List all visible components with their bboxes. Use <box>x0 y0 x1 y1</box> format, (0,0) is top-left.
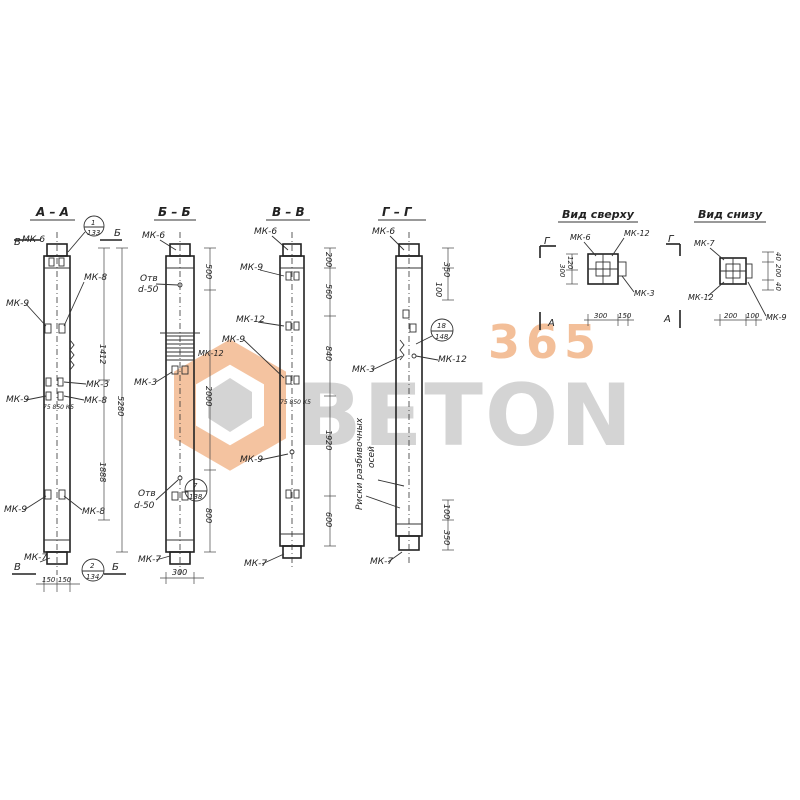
section-gg: Г – Г МК-6 18 148 МК-12 МК-3 Риски разби… <box>352 205 467 567</box>
dim-aa-b2: 150 <box>58 576 72 584</box>
label-mk7-vv: МК-7 <box>244 559 267 569</box>
label-mk12-vv: МК-12 <box>236 315 265 325</box>
cut-mark-b-bot: Б <box>112 562 119 573</box>
label-mk9-vv-2: МК-9 <box>222 335 245 345</box>
view-top-w300: 300 <box>594 312 608 320</box>
callout-bb-num: 7 <box>193 482 198 490</box>
view-bottom-d40: 40 <box>774 252 782 261</box>
label-mk9-vv-1: МК-9 <box>240 263 263 273</box>
dim-bb-2000: 2000 <box>204 386 213 406</box>
label-mk6-vv: МК-6 <box>254 227 277 237</box>
dim-gg-350a: 350 <box>442 262 451 277</box>
view-bottom-title: Вид снизу <box>698 208 763 221</box>
label-d50-bb-2: d-50 <box>134 501 155 511</box>
label-mk7-gg: МК-7 <box>370 557 393 567</box>
view-top-d300: 300 <box>558 264 566 278</box>
label-mk9-aa-3: МК-9 <box>4 505 27 515</box>
label-otv-bb-2: Отв <box>138 489 156 499</box>
dim-aa-total: 5280 <box>116 396 125 416</box>
dim-vv-840: 840 <box>324 346 333 361</box>
section-gg-title: Г – Г <box>382 205 413 219</box>
dim-vv-600: 600 <box>324 512 333 527</box>
view-bottom-mk7: МК-7 <box>694 239 715 248</box>
dim-aa-lower: 1888 <box>98 462 107 482</box>
view-top-mk3: МК-3 <box>634 289 655 298</box>
dim-gg-100b: 100 <box>442 504 451 519</box>
dim-aa-upper: 1412 <box>98 344 107 364</box>
watermark: 365 BETON <box>174 315 634 471</box>
label-mk3-aa: МК-3 <box>86 380 109 390</box>
label-mk9-aa-2: МК-9 <box>6 395 29 405</box>
dim-bb-800: 800 <box>204 508 213 523</box>
view-top-title: Вид сверху <box>562 208 635 221</box>
section-bb-title: Б – Б <box>158 205 191 219</box>
label-mk7-bb: МК-7 <box>138 555 161 565</box>
view-top-mark-g: Г <box>544 236 551 247</box>
section-aa-title: А – А <box>35 205 69 219</box>
cut-mark-b-top: Б <box>114 228 121 239</box>
label-mk6-aa: МК-6 <box>22 235 45 245</box>
label-mk3-gg: МК-3 <box>352 365 375 375</box>
label-mk6-bb: МК-6 <box>142 231 165 241</box>
callout-aa-bot-den: 134 <box>86 573 99 581</box>
label-mk12-gg: МК-12 <box>438 355 467 365</box>
view-top: Вид сверху Г А МК-6 МК-12 МК-3 120 300 3… <box>539 208 655 330</box>
callout-gg-num: 18 <box>437 322 446 330</box>
view-top-d120: 120 <box>566 256 574 270</box>
slot-dim-aa: 75 850 К5 <box>43 404 74 411</box>
label-mk9-aa-1: МК-9 <box>6 299 29 309</box>
label-otv-bb-1: Отв <box>140 274 158 284</box>
dim-gg-350b: 350 <box>442 530 451 545</box>
label-mk7-aa: МК-7 <box>24 553 47 563</box>
label-mk8-aa-2: МК-8 <box>84 396 107 406</box>
callout-aa-top-num: 1 <box>91 219 95 227</box>
section-vv: В – В МК-6 МК-9 МК-12 МК-9 75 850 К5 МК-… <box>222 205 336 570</box>
view-top-mark-a: А <box>547 318 555 329</box>
callout-aa-bot-num: 2 <box>90 562 95 570</box>
view-top-mk6: МК-6 <box>570 233 591 242</box>
dim-vv-560: 560 <box>324 284 333 299</box>
view-bottom-mark-g: Г <box>668 234 675 245</box>
section-aa: А – А В Б МК-6 1 133 МК-9 МК-8 <box>4 205 128 592</box>
section-bb: Б – Б МК-6 Отв d-50 МК-12 МК-3 <box>134 205 224 584</box>
callout-bb-den: 138 <box>189 493 203 501</box>
label-mk3-bb: МК-3 <box>134 378 157 388</box>
label-mk8-aa-3: МК-8 <box>82 507 105 517</box>
dim-vv-200: 200 <box>324 252 333 267</box>
view-bottom-d40b: 40 <box>774 282 782 291</box>
dim-bb-500: 500 <box>204 264 213 279</box>
watermark-beton: BETON <box>296 366 634 466</box>
view-bottom-mk9: МК-9 <box>766 313 787 322</box>
section-vv-title: В – В <box>272 205 305 219</box>
dim-aa-b1: 150 <box>42 576 56 584</box>
watermark-logo-hex <box>174 339 286 471</box>
view-top-mk12: МК-12 <box>624 229 650 238</box>
dim-vv-1920: 1920 <box>324 430 333 450</box>
riski-label-line1: Риски разбивочных <box>355 417 365 510</box>
watermark-365: 365 <box>488 315 602 369</box>
cut-mark-v-bot: В <box>14 562 21 573</box>
label-mk6-gg: МК-6 <box>372 227 395 237</box>
callout-aa-top-den: 133 <box>87 229 100 237</box>
view-top-w150: 150 <box>618 312 632 320</box>
view-bottom-mark-a: А <box>663 314 671 325</box>
view-bottom: Вид снизу Г А МК-7 МК-12 МК-9 40 200 40 … <box>663 208 787 328</box>
dim-gg-100a: 100 <box>434 282 443 297</box>
label-mk12-bb: МК-12 <box>198 349 224 358</box>
label-mk9-vv-3: МК-9 <box>240 455 263 465</box>
view-bottom-w200: 200 <box>724 312 738 320</box>
riski-label-line2: осей <box>367 446 377 468</box>
label-d50-bb-1: d-50 <box>138 285 159 295</box>
dim-bb-300: 300 <box>172 568 187 577</box>
view-bottom-w100: 100 <box>746 312 760 320</box>
view-bottom-mk12: МК-12 <box>688 293 714 302</box>
cut-mark-v-top: В <box>14 237 21 248</box>
label-mk8-aa-1: МК-8 <box>84 273 107 283</box>
callout-gg-den: 148 <box>435 333 449 341</box>
view-bottom-d200: 200 <box>774 264 782 278</box>
slot-dim-vv: 75 850 К5 <box>280 399 311 406</box>
